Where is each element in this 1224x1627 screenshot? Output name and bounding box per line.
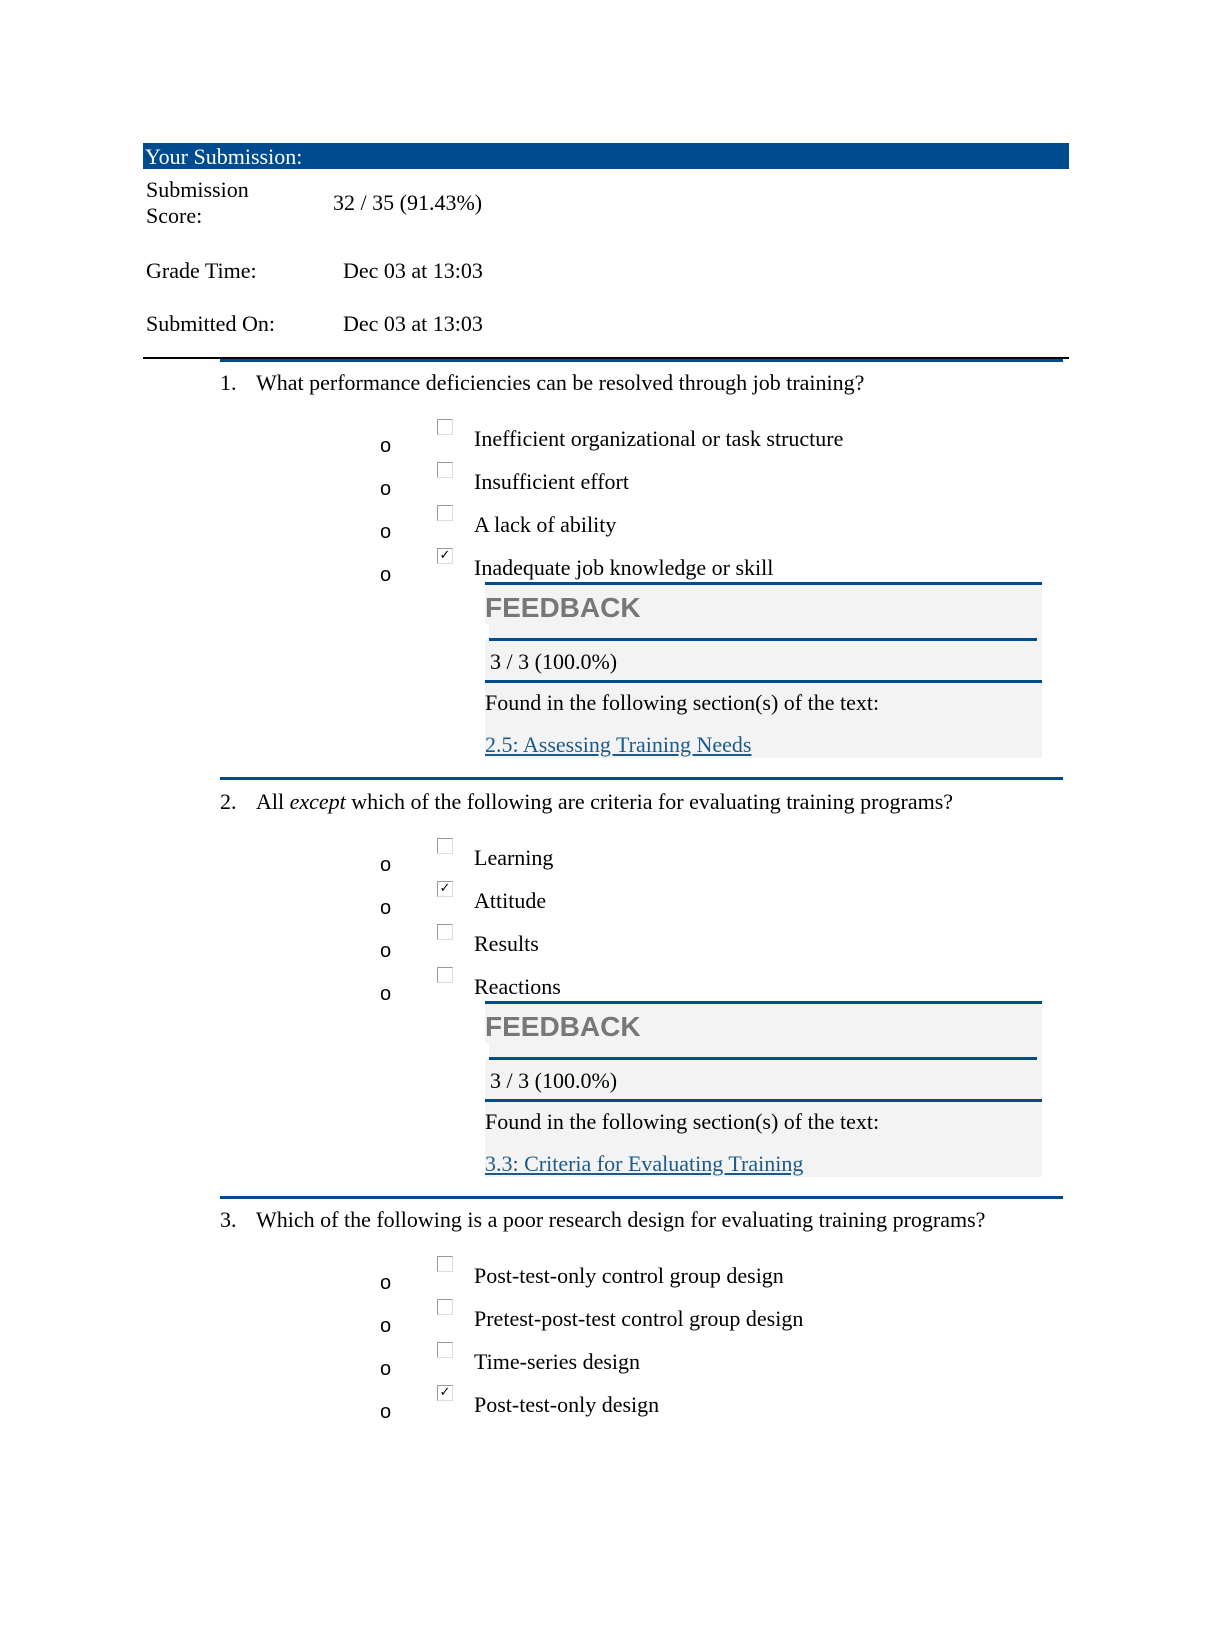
- score-value: 32 / 35 (91.43%): [333, 190, 483, 215]
- option-label: A lack of ability: [474, 512, 617, 537]
- option-label: Post-test-only design: [474, 1392, 660, 1417]
- checkbox[interactable]: [437, 1299, 453, 1315]
- checkbox[interactable]: [437, 924, 453, 940]
- feedback-title: FEEDBACK: [485, 1011, 641, 1042]
- question-number: 1.: [220, 370, 237, 395]
- submitted-on-value: Dec 03 at 13:03: [343, 311, 483, 336]
- feedback-score: 3 / 3 (100.0%): [490, 1068, 618, 1093]
- option-label: Inadequate job knowledge or skill: [474, 555, 774, 580]
- feedback-found-text: Found in the following section(s) of the…: [485, 1109, 880, 1134]
- checkbox[interactable]: [437, 838, 453, 854]
- question-3: 3. Which of the following is a poor resea…: [0, 1207, 1224, 1627]
- bullet: o: [380, 435, 392, 457]
- answer-option: o ✓ Attitude: [0, 881, 1224, 921]
- option-label: Reactions: [474, 974, 561, 999]
- grade-time-label: Grade Time:: [146, 258, 257, 283]
- grade-time-value: Dec 03 at 13:03: [343, 258, 483, 283]
- option-label: Pretest-post-test control group design: [474, 1306, 804, 1331]
- question-divider: [220, 777, 1063, 780]
- bullet: o: [380, 897, 392, 919]
- bullet: o: [380, 983, 392, 1005]
- answer-option: o ✓ Inadequate job knowledge or skill: [0, 548, 1224, 588]
- section-link[interactable]: 3.3: Criteria for Evaluating Training: [485, 1151, 804, 1176]
- question-number: 2.: [220, 789, 237, 814]
- option-label: Post-test-only control group design: [474, 1263, 784, 1288]
- question-text: Which of the following is a poor researc…: [256, 1207, 986, 1232]
- bullet: o: [380, 1272, 392, 1294]
- question-2: 2. All except which of the following are …: [0, 789, 1224, 1209]
- checkbox[interactable]: [437, 505, 453, 521]
- option-label: Time-series design: [474, 1349, 641, 1374]
- submitted-on-label: Submitted On:: [146, 311, 275, 336]
- answer-option: o Reactions: [0, 967, 1224, 1007]
- checked-checkbox[interactable]: ✓: [437, 548, 453, 564]
- option-label: Results: [474, 931, 539, 956]
- bullet: o: [380, 478, 392, 500]
- checkbox[interactable]: [437, 967, 453, 983]
- submission-header: Your Submission:: [143, 143, 1069, 169]
- question-number: 3.: [220, 1207, 237, 1232]
- option-label: Insufficient effort: [474, 469, 629, 494]
- bullet: o: [380, 1315, 392, 1337]
- question-divider: [220, 1196, 1063, 1199]
- question-1: 1. What performance deficiencies can be r…: [0, 370, 1224, 790]
- checkbox[interactable]: [437, 1256, 453, 1272]
- bullet: o: [380, 1401, 392, 1423]
- option-label: Attitude: [474, 888, 547, 913]
- submission-header-title: Your Submission:: [145, 144, 303, 169]
- question-text: All except which of the following are cr…: [256, 789, 954, 814]
- divider: [220, 359, 1063, 362]
- feedback-found-text: Found in the following section(s) of the…: [485, 690, 880, 715]
- checkbox[interactable]: [437, 1342, 453, 1358]
- feedback-score: 3 / 3 (100.0%): [490, 649, 618, 674]
- answer-option: o A lack of ability: [0, 505, 1224, 545]
- answer-option: o Insufficient effort: [0, 462, 1224, 502]
- answer-option: o Pretest-post-test control group design: [0, 1299, 1224, 1339]
- answer-option: o Inefficient organizational or task str…: [0, 419, 1224, 459]
- checkbox[interactable]: [437, 419, 453, 435]
- bullet: o: [380, 854, 392, 876]
- checked-checkbox[interactable]: ✓: [437, 881, 453, 897]
- bullet: o: [380, 521, 392, 543]
- bullet: o: [380, 564, 392, 586]
- section-link[interactable]: 2.5: Assessing Training Needs: [485, 732, 752, 757]
- bullet: o: [380, 940, 392, 962]
- answer-option: o Results: [0, 924, 1224, 964]
- answer-option: o Post-test-only control group design: [0, 1256, 1224, 1296]
- question-text: What performance deficiencies can be res…: [256, 370, 865, 395]
- feedback-panel: FEEDBACK 3 / 3 (100.0%) Found in the fol…: [485, 582, 1042, 758]
- bullet: o: [380, 1358, 392, 1380]
- option-label: Inefficient organizational or task struc…: [474, 426, 844, 451]
- divider: [143, 357, 1069, 359]
- feedback-panel: FEEDBACK 3 / 3 (100.0%) Found in the fol…: [485, 1001, 1042, 1177]
- checked-checkbox[interactable]: ✓: [437, 1385, 453, 1401]
- answer-option: o Time-series design: [0, 1342, 1224, 1382]
- answer-option: o Learning: [0, 838, 1224, 878]
- checkbox[interactable]: [437, 462, 453, 478]
- answer-option: o ✓ Post-test-only design: [0, 1385, 1224, 1425]
- option-label: Learning: [474, 845, 554, 870]
- feedback-title: FEEDBACK: [485, 592, 641, 623]
